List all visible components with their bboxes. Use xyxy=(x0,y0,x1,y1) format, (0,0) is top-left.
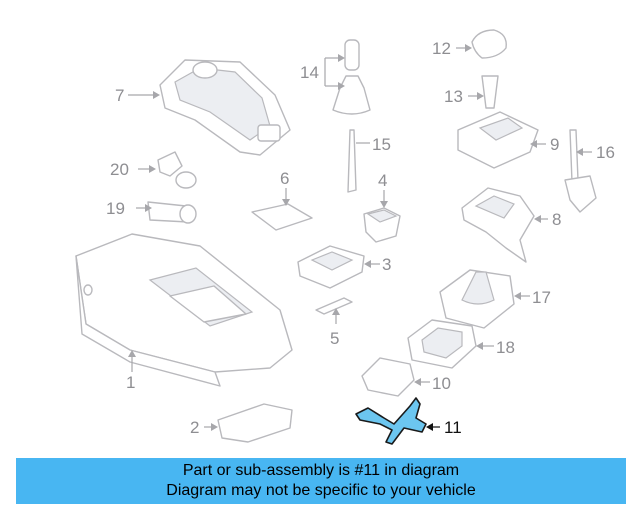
part-10-plate xyxy=(361,357,415,397)
callout-20: 20 xyxy=(110,160,129,179)
part-20-connector xyxy=(157,151,197,189)
part-15-rod xyxy=(347,129,357,193)
part-1-console xyxy=(75,233,293,387)
part-9-indicator-bezel xyxy=(457,111,539,169)
callout-18: 18 xyxy=(496,338,515,357)
callout-12: 12 xyxy=(432,39,451,58)
callout-9: 9 xyxy=(550,135,559,154)
callout-8: 8 xyxy=(552,210,561,229)
callout-11: 11 xyxy=(444,418,462,437)
part-6-pad xyxy=(251,203,313,231)
part-12-knob xyxy=(471,29,507,59)
callout-19: 19 xyxy=(106,199,125,218)
callout-13: 13 xyxy=(444,87,463,106)
info-banner: Part or sub-assembly is #11 in diagram D… xyxy=(16,458,626,504)
callout-14: 14 xyxy=(300,63,319,82)
callout-6: 6 xyxy=(280,169,289,188)
callout-4: 4 xyxy=(378,171,387,190)
part-2-bracket xyxy=(217,403,293,443)
callout-15: 15 xyxy=(372,135,391,154)
part-17-boot xyxy=(439,269,515,329)
callout-3: 3 xyxy=(382,255,391,274)
callout-7: 7 xyxy=(115,86,124,105)
part-3-tray xyxy=(297,245,365,289)
callout-2: 2 xyxy=(190,418,199,437)
part-4-cup xyxy=(363,207,401,243)
callout-1: 1 xyxy=(126,373,135,392)
callout-16: 16 xyxy=(596,143,615,162)
part-11-highlighted-bracket[interactable] xyxy=(355,397,427,445)
parts-diagram: 7 14 12 13 15 9 16 20 xyxy=(75,29,615,445)
part-8-shifter-base xyxy=(461,187,535,263)
part-19-socket xyxy=(147,201,197,224)
banner-line-1: Part or sub-assembly is #11 in diagram xyxy=(182,462,460,479)
callout-5: 5 xyxy=(330,329,339,348)
banner-line-2: Diagram may not be specific to your vehi… xyxy=(166,482,476,499)
part-7-housing xyxy=(159,59,291,156)
part-13-shaft xyxy=(481,75,499,109)
part-16-lever xyxy=(564,129,597,213)
part-5-bracket xyxy=(315,297,353,315)
part-18-trim-ring xyxy=(407,319,477,369)
callout-17: 17 xyxy=(532,288,551,307)
part-14-knob-boot xyxy=(332,39,371,115)
callout-10: 10 xyxy=(432,374,451,393)
